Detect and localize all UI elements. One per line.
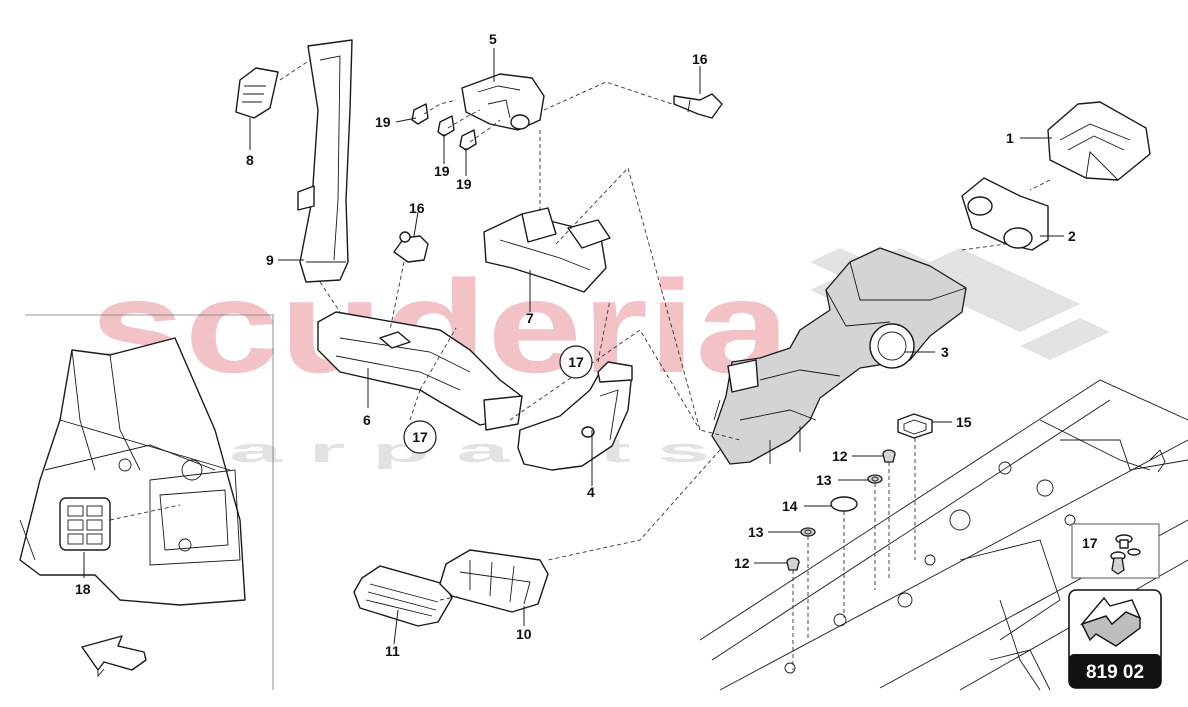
part-7-duct <box>483 207 611 293</box>
part-19-clips <box>411 103 477 151</box>
part-5-distributor <box>461 73 545 131</box>
part-12-grommet-upper <box>882 449 896 463</box>
part-10-vent-housing <box>439 549 549 613</box>
callout-10: 10 <box>516 626 532 642</box>
part-16-clip-middle <box>393 231 429 263</box>
callout-1: 1 <box>1006 130 1014 146</box>
callout-17-left: 17 <box>412 429 428 445</box>
callout-18: 18 <box>75 581 91 597</box>
circled-callout-17-left: 17 <box>403 420 437 454</box>
callout-17-center: 17 <box>568 354 584 370</box>
callout-9: 9 <box>266 252 274 268</box>
page-number: 819 02 <box>1086 662 1144 683</box>
callout-labels: 1 2 3 4 5 6 7 8 9 10 11 12 13 14 13 12 1… <box>75 31 1076 659</box>
callout-2: 2 <box>1068 228 1076 244</box>
part-6-duct <box>317 311 523 431</box>
clip-fastener-icon <box>1110 534 1141 575</box>
part-13-washer-lower <box>800 527 816 537</box>
assembly-dashed-lines <box>109 59 1051 670</box>
part-1-vent-outlet <box>1047 101 1151 181</box>
callout-6: 6 <box>363 412 371 428</box>
callout-8: 8 <box>246 152 254 168</box>
page-arrow-icon <box>1079 596 1142 647</box>
callout-7: 7 <box>526 310 534 326</box>
circled-callout-17-center: 17 <box>559 345 593 379</box>
legend-box-17: 17 <box>1071 523 1160 579</box>
callout-19-a: 19 <box>375 114 391 130</box>
callout-12-lower: 12 <box>734 555 750 571</box>
part-4-duct <box>517 361 633 471</box>
part-8-vent <box>235 67 279 119</box>
part-16-clip-top <box>673 93 723 119</box>
part-14-plug <box>830 496 858 512</box>
part-9-tall-duct <box>297 39 353 283</box>
part-15-seal <box>897 413 933 439</box>
callout-3: 3 <box>941 344 949 360</box>
part-18-vent-grille <box>59 497 111 551</box>
page-badge: 819 02 <box>1068 589 1162 689</box>
part-11-vent <box>353 565 453 627</box>
callout-19-b: 19 <box>434 163 450 179</box>
leader-lines <box>249 48 1064 645</box>
callout-16-middle: 16 <box>409 200 425 216</box>
callout-11: 11 <box>385 643 400 659</box>
callout-4: 4 <box>587 484 595 500</box>
callout-14: 14 <box>782 498 798 514</box>
orientation-arrow-icon <box>81 635 147 678</box>
callout-19-c: 19 <box>456 176 472 192</box>
part-13-washer-upper <box>867 474 883 484</box>
callout-16-top: 16 <box>692 51 708 67</box>
callout-5: 5 <box>489 31 497 47</box>
part-12-grommet-lower <box>786 557 800 571</box>
inset-frame <box>25 314 274 690</box>
callout-13-upper: 13 <box>816 472 832 488</box>
legend-box-label: 17 <box>1082 535 1098 551</box>
callout-15: 15 <box>956 414 972 430</box>
callout-13-lower: 13 <box>748 524 764 540</box>
part-2-duct-adapter <box>961 177 1049 251</box>
callout-12-upper: 12 <box>832 448 848 464</box>
part-3-hvac-unit <box>711 247 967 465</box>
